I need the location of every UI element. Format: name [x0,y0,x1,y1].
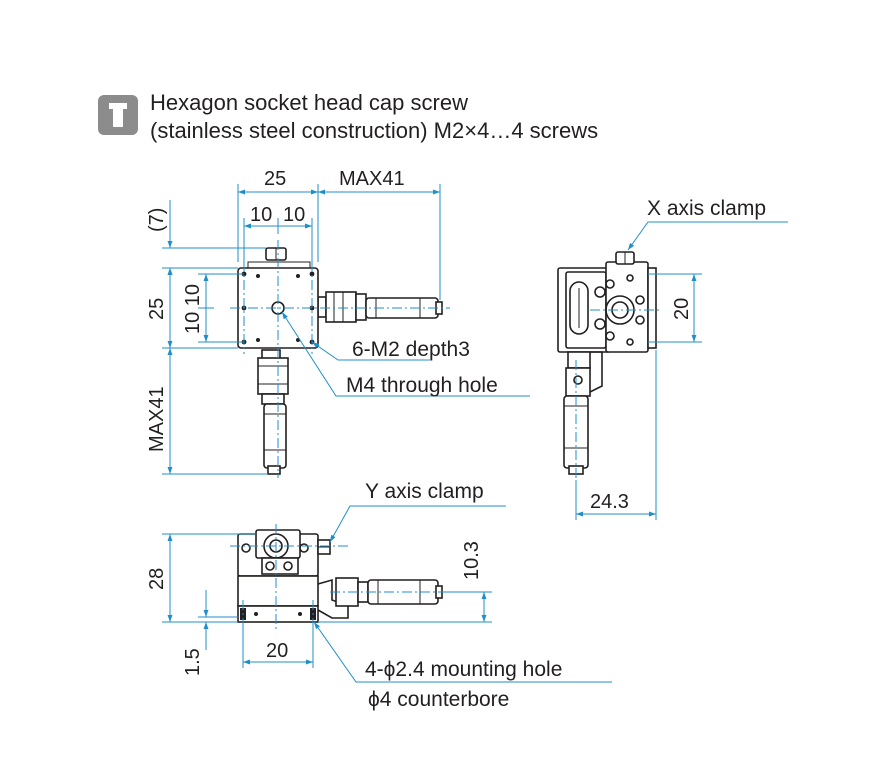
y-micrometer [257,349,289,475]
front-base [237,605,319,623]
screw-icon [98,95,138,135]
front-lower-stage [237,575,319,607]
dim-top-max-right: MAX41 [339,168,405,190]
note-line2: (stainless steel construction) M2×4…4 sc… [150,118,598,143]
front-view: Y axis clamp 28 1.5 10.3 20 4-ϕ2.4 mount… [146,480,612,711]
label-through-hole: M4 through hole [346,374,498,397]
dim-top-max-down: MAX41 [146,386,168,452]
top-clamp-screw [265,247,287,261]
label-mounting-hole: 4-ϕ2.4 mounting hole [365,658,562,681]
dim-hole-pitch-x2: 10 [283,204,305,226]
note-line1: Hexagon socket head cap screw [150,90,468,115]
x-micrometer [317,291,443,323]
dim-front-hole-pitch: 20 [266,640,288,662]
dim-top-width: 25 [264,168,286,190]
dim-side-offset: 24.3 [590,491,629,513]
tapped-holes [241,271,315,345]
dim-clamp-offset: (7) [146,208,168,232]
label-counterbore: ϕ4 counterbore [368,688,509,711]
top-view: 25 MAX41 10 10 (7) 25 10 10 MAX41 6-M2 d… [146,168,530,478]
dim-side-height: 20 [671,298,693,320]
dim-front-total-height: 28 [146,568,168,590]
side-view: X axis clamp 20 24.3 [557,197,788,520]
label-y-clamp: Y axis clamp [365,480,484,503]
dim-front-base-thickness: 1.5 [182,648,204,676]
dim-hole-pitch-y: 10 10 [182,284,204,334]
label-x-clamp: X axis clamp [647,197,766,220]
screw-note: Hexagon socket head cap screw (stainless… [98,90,598,143]
dim-hole-pitch-x1: 10 [250,204,272,226]
dim-top-height: 25 [146,298,168,320]
dim-front-axis-height: 10.3 [461,541,483,580]
label-tapped-holes: 6-M2 depth3 [352,338,470,361]
